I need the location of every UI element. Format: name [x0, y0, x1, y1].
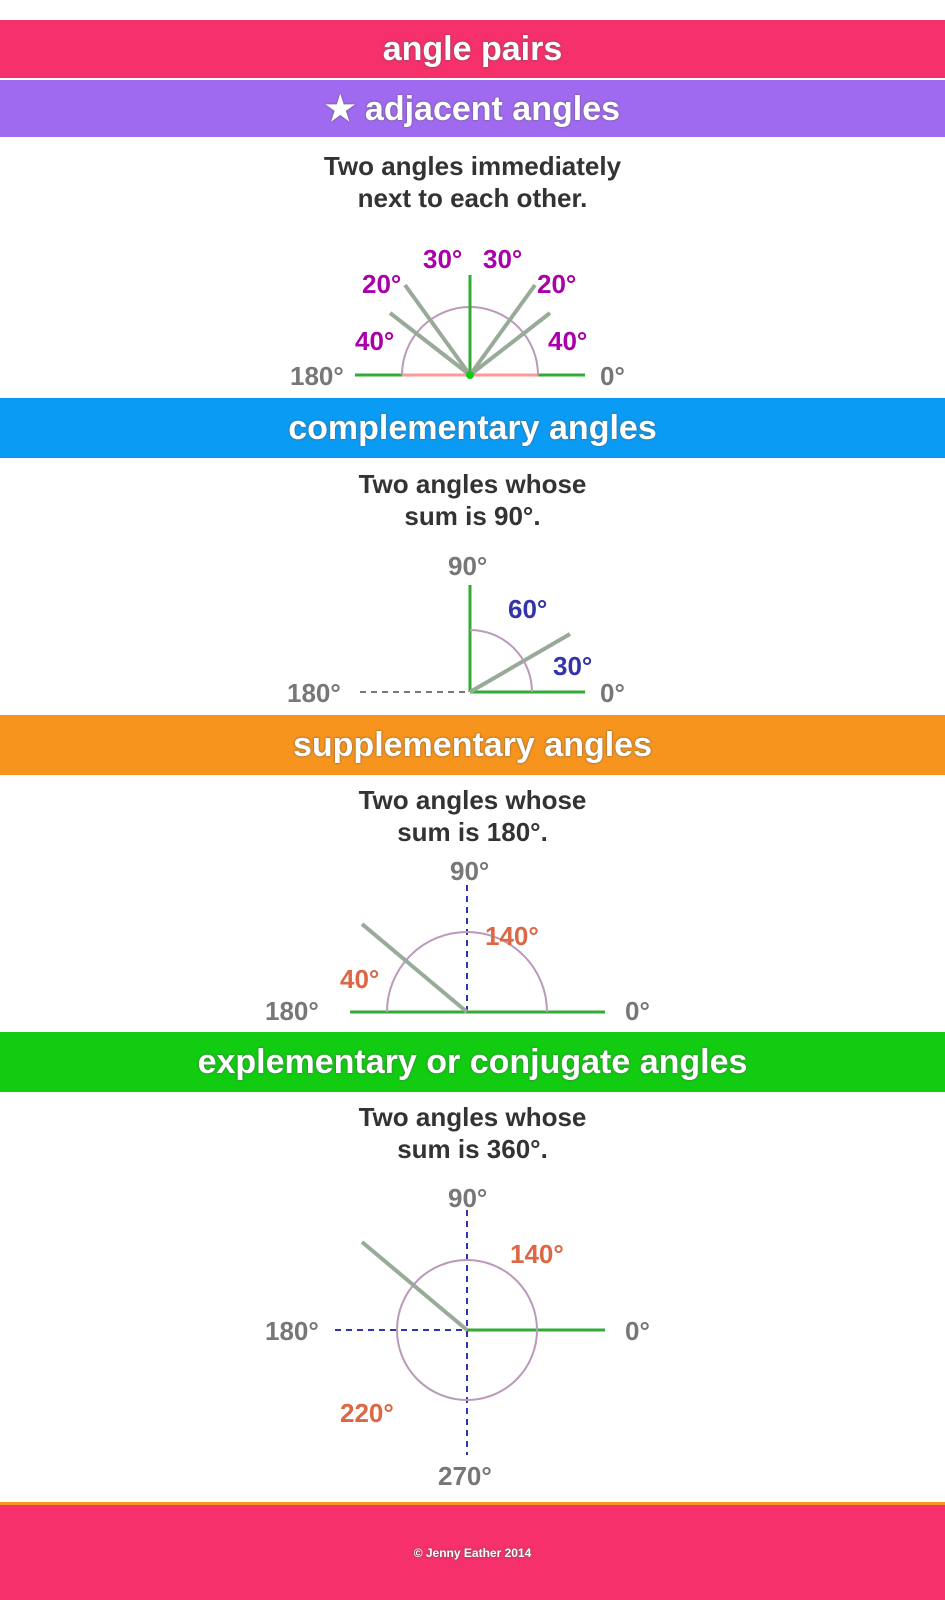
label-40-right: 40° — [548, 326, 587, 356]
label-180: 180° — [287, 678, 341, 708]
desc-line: Two angles whose — [358, 469, 587, 499]
ray-140 — [360, 922, 469, 1014]
label-40-left: 40° — [355, 326, 394, 356]
label-0: 0° — [625, 1316, 650, 1346]
desc-line: next to each other. — [357, 183, 588, 213]
supplementary-description: Two angles whose sum is 180°. — [0, 784, 945, 848]
explementary-diagram: 90° 140° 180° 0° 220° 270° — [265, 1183, 650, 1491]
desc-line: Two angles whose — [358, 785, 587, 815]
complementary-diagram: 90° 60° 30° 180° 0° — [287, 551, 625, 708]
desc-line: sum is 90°. — [404, 501, 541, 531]
label-140: 140° — [510, 1239, 564, 1269]
desc-line: sum is 180°. — [397, 817, 548, 847]
label-60: 60° — [508, 594, 547, 624]
ray-30 — [468, 632, 572, 694]
complementary-description: Two angles whose sum is 90°. — [0, 468, 945, 532]
ray-120 — [403, 283, 472, 377]
semicircle-arc — [386, 931, 548, 1013]
adjacent-heading: ★ adjacent angles — [0, 80, 945, 137]
adjacent-diagram: 180° 0° 40° 20° 30° 30° 20° 40° — [290, 244, 625, 391]
label-90: 90° — [448, 1183, 487, 1213]
label-0: 0° — [600, 361, 625, 391]
desc-line: Two angles immediately — [323, 151, 622, 181]
desc-line: sum is 360°. — [397, 1134, 548, 1164]
footer-copyright: © Jenny Eather 2014 — [0, 1505, 945, 1600]
label-20-left: 20° — [362, 269, 401, 299]
ray-140 — [360, 1240, 469, 1332]
explementary-description: Two angles whose sum is 360°. — [0, 1101, 945, 1165]
desc-line: Two angles whose — [358, 1102, 587, 1132]
label-180: 180° — [265, 996, 319, 1026]
label-30-left: 30° — [423, 244, 462, 274]
label-40: 40° — [340, 964, 379, 994]
explementary-heading: explementary or conjugate angles — [0, 1032, 945, 1092]
quarter-arc — [469, 629, 533, 693]
label-90: 90° — [448, 551, 487, 581]
footer-divider — [0, 1502, 945, 1505]
label-30: 30° — [553, 651, 592, 681]
label-0: 0° — [625, 996, 650, 1026]
poster-title: angle pairs — [0, 20, 945, 78]
label-180: 180° — [265, 1316, 319, 1346]
adjacent-description: Two angles immediately next to each othe… — [0, 150, 945, 214]
label-140: 140° — [485, 921, 539, 951]
ray-140 — [388, 311, 472, 377]
full-circle-arc — [396, 1259, 538, 1401]
label-90: 90° — [450, 856, 489, 886]
supplementary-heading: supplementary angles — [0, 715, 945, 775]
supplementary-diagram: 90° 140° 40° 180° 0° — [265, 856, 650, 1026]
label-220: 220° — [340, 1398, 394, 1428]
label-0: 0° — [600, 678, 625, 708]
label-270: 270° — [438, 1461, 492, 1491]
ray-60 — [468, 283, 537, 377]
label-180: 180° — [290, 361, 344, 391]
ray-40 — [468, 311, 552, 377]
vertex-point — [466, 371, 474, 379]
label-30-right: 30° — [483, 244, 522, 274]
label-20-right: 20° — [537, 269, 576, 299]
complementary-heading: complementary angles — [0, 398, 945, 458]
